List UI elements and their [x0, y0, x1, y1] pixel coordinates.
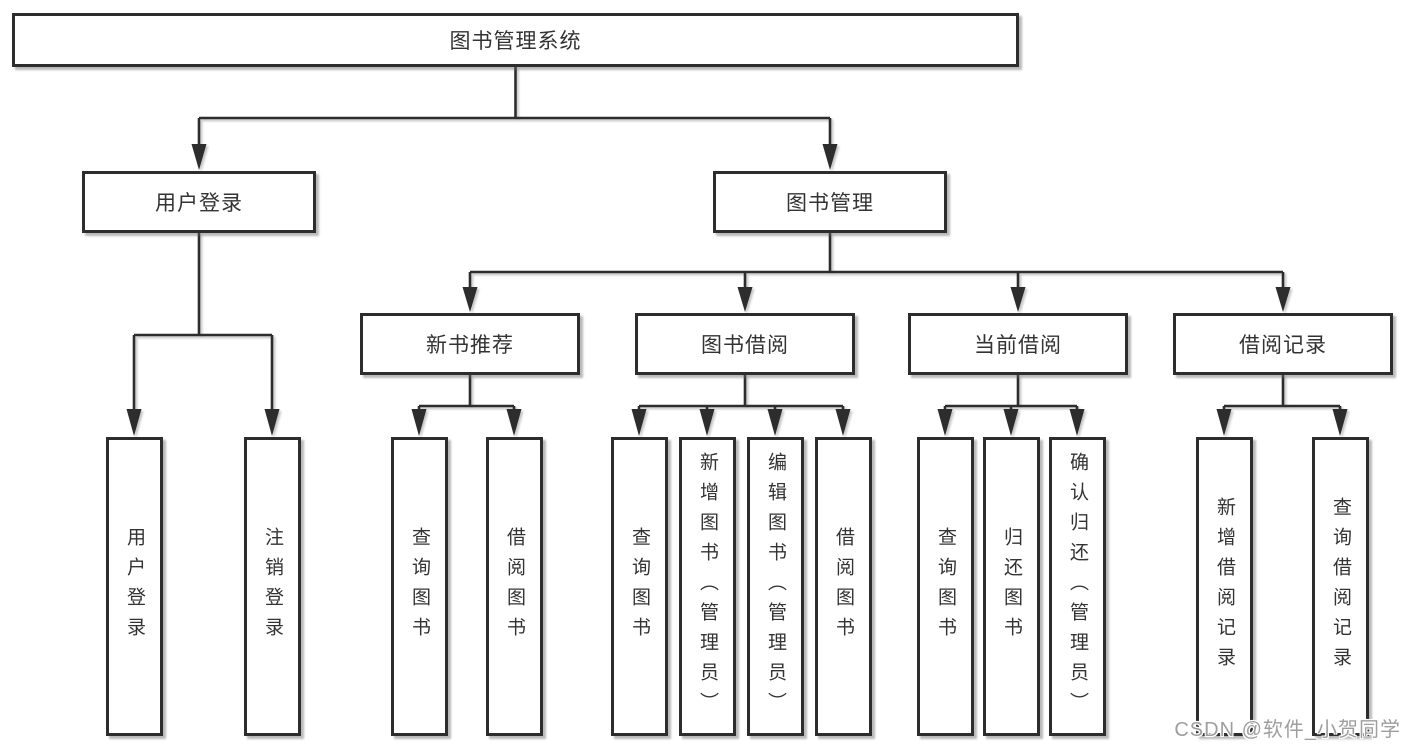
leaf-user-login: 用户登录 [106, 437, 163, 736]
leaf-add-borrow-record-label: 新增借阅记录 [1214, 496, 1235, 677]
node-new-book-recommend-label: 新书推荐 [426, 334, 514, 357]
leaf-query-borrow-record: 查询借阅记录 [1312, 437, 1369, 736]
node-current-borrow-label: 当前借阅 [974, 334, 1062, 357]
watermark: CSDN @软件_小贺同学 [1174, 719, 1401, 741]
node-library-system: 图书管理系统 [12, 13, 1019, 67]
leaf-query-books-recommend-label: 查询图书 [409, 526, 430, 647]
leaf-add-books-admin-label: 新增图书（管理员） [697, 451, 718, 722]
connector-book-borrow [637, 375, 845, 414]
leaf-borrow-books-label: 借阅图书 [833, 526, 854, 647]
node-borrow-records: 借阅记录 [1173, 313, 1393, 375]
connector-new-book-recommend [417, 375, 516, 414]
leaf-query-books-recommend: 查询图书 [391, 437, 448, 736]
leaf-edit-books-admin: 编辑图书（管理员） [747, 437, 804, 736]
leaf-query-books-borrow: 查询图书 [611, 437, 668, 736]
connector-root [197, 67, 832, 147]
connector-borrow-records [1222, 375, 1342, 414]
node-book-borrow: 图书借阅 [635, 313, 855, 375]
node-borrow-records-label: 借阅记录 [1239, 334, 1327, 357]
leaf-user-login-label: 用户登录 [124, 526, 145, 647]
leaf-edit-books-admin-label: 编辑图书（管理员） [765, 451, 786, 722]
leaf-return-books-label: 归还图书 [1001, 526, 1022, 647]
node-user-login: 用户登录 [82, 171, 316, 233]
leaf-query-books-current-label: 查询图书 [935, 526, 956, 647]
leaf-logout: 注销登录 [244, 437, 301, 736]
leaf-query-books-current: 查询图书 [917, 437, 974, 736]
leaf-borrow-books-recommend: 借阅图书 [486, 437, 543, 736]
leaf-query-books-borrow-label: 查询图书 [629, 526, 650, 647]
arrowheads [126, 144, 1348, 436]
node-new-book-recommend: 新书推荐 [360, 313, 580, 375]
leaf-confirm-return-admin-label: 确认归还（管理员） [1067, 451, 1088, 722]
node-book-management-label: 图书管理 [786, 192, 874, 215]
leaf-borrow-books-recommend-label: 借阅图书 [504, 526, 525, 647]
leaf-query-borrow-record-label: 查询借阅记录 [1330, 496, 1351, 677]
connector-user-login [132, 233, 274, 413]
node-user-login-label: 用户登录 [155, 192, 243, 215]
leaf-add-borrow-record: 新增借阅记录 [1196, 437, 1253, 736]
leaf-confirm-return-admin: 确认归还（管理员） [1049, 437, 1106, 736]
connector-book-management [468, 233, 1285, 290]
node-book-borrow-label: 图书借阅 [701, 334, 789, 357]
node-book-management: 图书管理 [713, 171, 947, 233]
connector-current-borrow [943, 375, 1079, 414]
node-library-system-label: 图书管理系统 [449, 30, 582, 53]
leaf-return-books: 归还图书 [983, 437, 1040, 736]
leaf-borrow-books: 借阅图书 [815, 437, 872, 736]
leaf-logout-label: 注销登录 [262, 526, 283, 647]
node-current-borrow: 当前借阅 [908, 313, 1128, 375]
leaf-add-books-admin: 新增图书（管理员） [679, 437, 736, 736]
